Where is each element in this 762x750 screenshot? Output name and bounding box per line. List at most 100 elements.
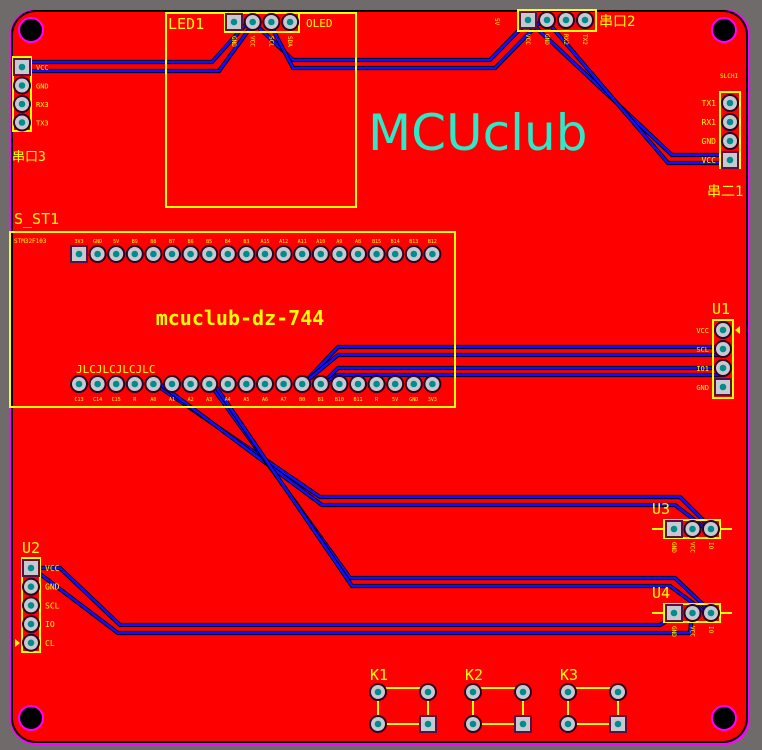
s-st1-top-pin[interactable] (330, 245, 349, 263)
key-pin[interactable] (369, 683, 387, 701)
uart3-pin[interactable] (13, 58, 31, 76)
s-st1-bottom-pin[interactable] (237, 375, 256, 393)
s-st1-bottom-pin[interactable] (218, 375, 237, 393)
uart3-pin[interactable] (13, 113, 31, 132)
s-st1-bottom-pin[interactable] (200, 375, 219, 393)
uart2-pin[interactable] (576, 11, 594, 29)
s-st1-top-pin[interactable] (311, 245, 330, 263)
uart2-pin[interactable] (538, 11, 556, 29)
s-st1-top-pin[interactable] (181, 245, 200, 263)
uart1-pin[interactable] (721, 94, 739, 112)
u2-pin[interactable] (22, 596, 40, 615)
key-pin[interactable] (464, 683, 482, 701)
s-st1-bottom-pin[interactable] (125, 375, 144, 393)
u1-pin[interactable] (714, 321, 732, 339)
trace[interactable] (254, 21, 528, 62)
s-st1-top-pin[interactable] (237, 245, 256, 263)
u2-pin[interactable] (22, 577, 40, 596)
s-st1-bottom-pin[interactable] (311, 375, 330, 393)
u4-pin[interactable] (665, 604, 683, 622)
uart3-pin[interactable] (13, 76, 31, 95)
s-st1-top-pin[interactable] (404, 245, 423, 263)
s-st1-top-pin[interactable] (200, 245, 219, 263)
uart2-pin[interactable] (519, 11, 537, 29)
u3-pin[interactable] (702, 520, 720, 538)
s-st1-bottom-pin[interactable] (163, 375, 181, 393)
u4-pin-label: VCC (689, 626, 696, 637)
u2-pin[interactable] (22, 633, 40, 652)
key-pin[interactable] (369, 715, 387, 733)
s-st1-top-pin[interactable] (107, 245, 126, 263)
trace[interactable] (212, 383, 706, 614)
led1-pin-label: GND (230, 36, 237, 47)
trace[interactable] (545, 19, 730, 165)
s-st1-top-pin-label: B14 (391, 239, 400, 245)
s-st1-top-pin[interactable] (293, 245, 312, 263)
s-st1-bottom-pin[interactable] (88, 375, 107, 393)
key-pin[interactable] (514, 683, 532, 701)
u2-pin[interactable] (22, 615, 40, 634)
s-st1-top-pin[interactable] (349, 245, 367, 263)
key-pin[interactable] (419, 683, 437, 701)
key-pin[interactable] (609, 715, 627, 733)
s-st1-bottom-pin[interactable] (144, 375, 163, 393)
pin1-marker (735, 326, 740, 334)
trace[interactable] (302, 353, 722, 386)
u1-pin[interactable] (714, 359, 732, 377)
s-st1-top-pin[interactable] (386, 245, 405, 263)
u1-pin-label: IO1 (696, 365, 709, 373)
key-pin[interactable] (609, 683, 627, 701)
u4-pin[interactable] (683, 604, 702, 622)
uart1-pin[interactable] (721, 113, 739, 131)
s-st1-bottom-pin[interactable] (349, 375, 367, 393)
s-st1-bottom-pin[interactable] (256, 375, 274, 393)
led1-pin[interactable] (225, 13, 243, 31)
s-st1-bottom-pin[interactable] (274, 375, 293, 393)
s-st1-bottom-pin[interactable] (404, 375, 423, 393)
u2-pin[interactable] (22, 559, 40, 577)
s-st1-bottom-pin-label: A3 (206, 397, 212, 403)
u1-pin[interactable] (714, 340, 732, 358)
trace[interactable] (268, 21, 541, 70)
s-st1-top-pin[interactable] (367, 245, 386, 263)
u3-pin[interactable] (665, 520, 683, 538)
s-st1-top-pin[interactable] (218, 245, 237, 263)
s-st1-top-pin[interactable] (144, 245, 163, 263)
u1-pin[interactable] (714, 378, 732, 396)
s-st1-bottom-pin[interactable] (107, 375, 126, 393)
s-st1-bottom-pin[interactable] (70, 375, 88, 393)
trace[interactable] (20, 23, 255, 73)
key-pin[interactable] (464, 715, 482, 733)
s-st1-top-pin[interactable] (70, 245, 88, 263)
s-st1-bottom-pin[interactable] (423, 375, 442, 393)
uart1-pin[interactable] (721, 132, 739, 150)
u3-pin[interactable] (683, 520, 702, 538)
s-st1-bottom-pin[interactable] (330, 375, 349, 393)
led1-pin[interactable] (243, 13, 262, 31)
s-st1-top-pin[interactable] (274, 245, 293, 263)
s-st1-top-pin[interactable] (163, 245, 181, 263)
s-st1-top-pin[interactable] (256, 245, 274, 263)
key-pin[interactable] (559, 683, 577, 701)
s-st1-bottom-pin-label: C13 (74, 397, 83, 403)
uart1-pin[interactable] (721, 151, 739, 169)
trace[interactable] (20, 23, 247, 64)
s-st1-top-pin[interactable] (125, 245, 144, 263)
s-st1-top-pin[interactable] (423, 245, 442, 263)
trace[interactable] (527, 19, 730, 157)
u4-pin[interactable] (702, 604, 720, 622)
s-st1-top-pin[interactable] (88, 245, 107, 263)
trace[interactable] (159, 382, 706, 530)
s-st1-bottom-pin[interactable] (181, 375, 200, 393)
led1-pin[interactable] (262, 13, 281, 31)
s-st1-bottom-pin[interactable] (293, 375, 312, 393)
led1-pin[interactable] (281, 13, 300, 31)
key-pin[interactable] (514, 715, 532, 733)
s-st1-bottom-pin[interactable] (386, 375, 405, 393)
uart3-pin[interactable] (13, 95, 31, 113)
key-pin[interactable] (419, 715, 437, 733)
s-st1-bottom-pin[interactable] (367, 375, 386, 393)
uart2-pin[interactable] (557, 11, 575, 29)
key-pin[interactable] (559, 715, 577, 733)
